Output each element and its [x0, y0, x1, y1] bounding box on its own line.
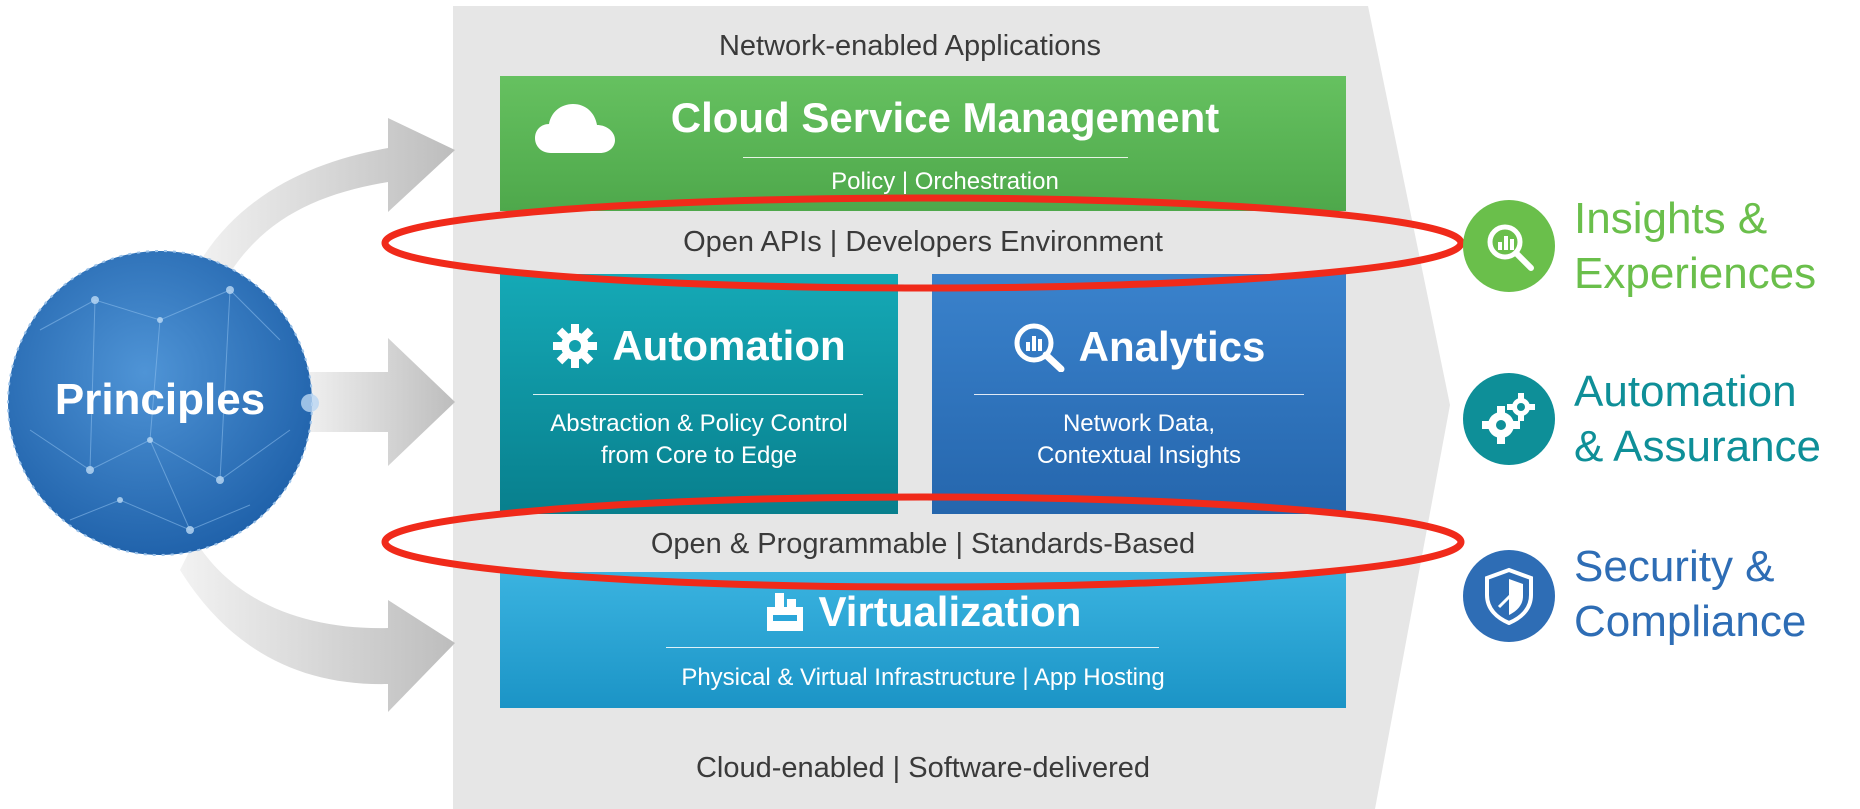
virtualization-title: Virtualization [818, 588, 1082, 635]
analytics-subtitle-line2: Contextual Insights [1036, 442, 1242, 469]
gear-icon [553, 324, 598, 368]
arrow-top [195, 118, 455, 300]
virtualization-divider [666, 647, 1159, 648]
automation-title: Automation [612, 322, 846, 369]
gears-icon [1482, 393, 1535, 444]
outcome-insights: Insights & Experiences [1574, 191, 1860, 301]
highlight-ellipse-standards [381, 493, 1465, 591]
virtualization-card: Virtualization Physical & Virtual Infras… [500, 572, 1346, 708]
automation-card: Automation Abstraction & Policy Control … [500, 274, 898, 514]
outcome-automation: Automation & Assurance [1574, 364, 1860, 474]
box-icon [766, 593, 803, 631]
shield-icon [1485, 567, 1533, 625]
automation-subtitle-line1: Abstraction & Policy Control [550, 410, 848, 437]
arrow-bottom [180, 540, 455, 712]
automation-subtitle-line2: from Core to Edge [600, 442, 798, 469]
cloud-service-management-subtitle: Policy | Orchestration [831, 168, 1059, 195]
automation-divider [533, 394, 863, 395]
outcome-automation-line1: Automation [1574, 367, 1797, 416]
outcome-insights-line2: Experiences [1574, 249, 1817, 298]
virtualization-subtitle: Physical & Virtual Infrastructure | App … [681, 664, 1165, 691]
cloud-service-management-title: Cloud Service Management [670, 94, 1220, 141]
analytics-subtitle-line1: Network Data, [1062, 410, 1216, 437]
security-icon-badge [1463, 550, 1555, 642]
open-apis-label: Open APIs | Developers Environment [683, 226, 1163, 258]
analytics-title: Analytics [1078, 323, 1266, 370]
automation-icon-badge [1463, 373, 1555, 465]
cloud-divider [743, 157, 1128, 158]
platform-top-label: Network-enabled Applications [718, 30, 1102, 62]
highlight-ellipse-apis [381, 194, 1465, 292]
outcome-insights-line1: Insights & [1574, 194, 1768, 243]
platform-bottom-label: Cloud-enabled | Software-delivered [695, 752, 1151, 784]
outcome-security-line1: Security & [1574, 542, 1775, 591]
cloud-icon [535, 104, 615, 153]
insights-icon-badge [1463, 200, 1555, 292]
outcome-automation-line2: & Assurance [1574, 422, 1822, 471]
analytics-card: Analytics Network Data, Contextual Insig… [932, 274, 1346, 514]
principles-label: Principles [54, 375, 266, 424]
arrow-middle [300, 338, 455, 466]
cloud-service-management-card: Cloud Service Management Policy | Orches… [500, 76, 1346, 211]
outcome-security-line2: Compliance [1574, 597, 1807, 646]
magnifier-chart-icon [1014, 323, 1065, 372]
outcome-security: Security & Compliance [1574, 539, 1860, 649]
analytics-divider [974, 394, 1304, 395]
insights-magnifier-icon [1487, 224, 1534, 271]
principles-globe [8, 251, 312, 555]
standards-label: Open & Programmable | Standards-Based [650, 528, 1196, 560]
